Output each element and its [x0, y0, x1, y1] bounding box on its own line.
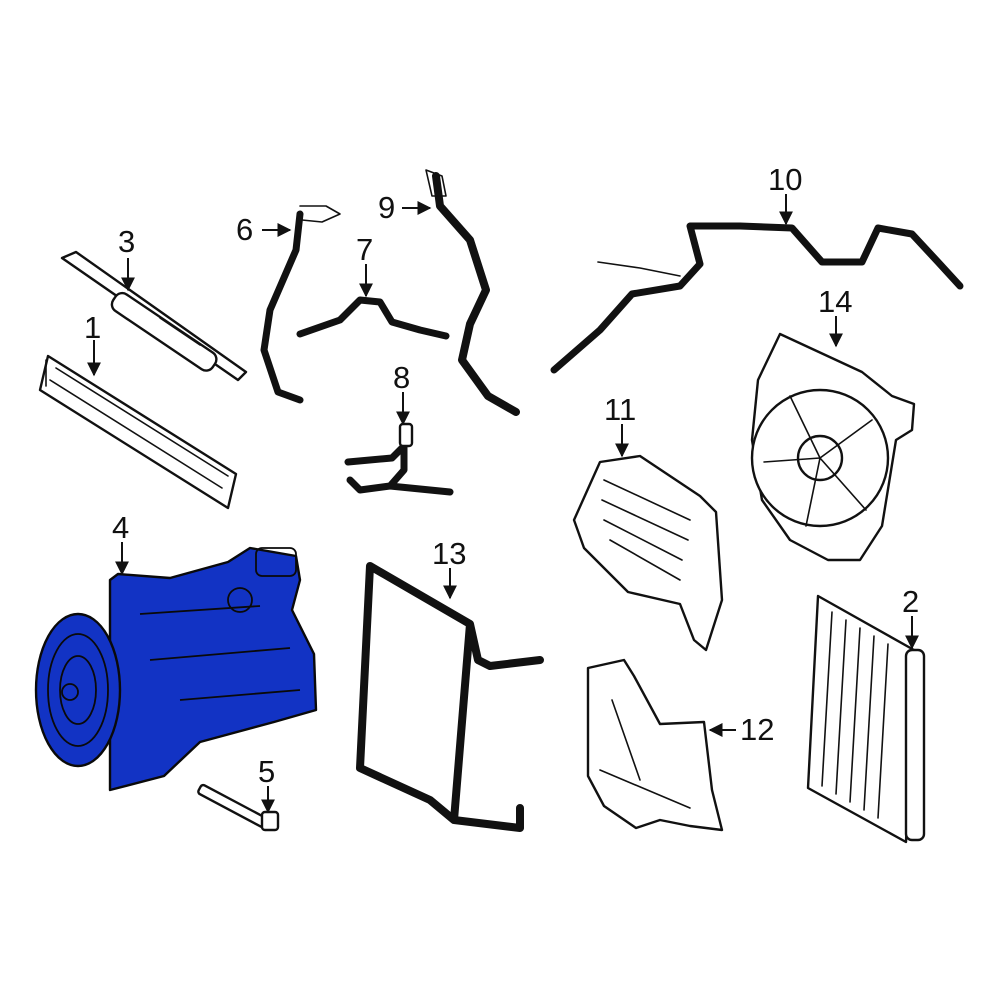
part-14-fan[interactable] [750, 332, 916, 562]
callout-1: 1 [84, 310, 101, 345]
part-13-bracket[interactable] [356, 562, 544, 832]
callout-14: 14 [818, 284, 852, 319]
part-2-condenser[interactable] [806, 594, 926, 844]
callout-10: 10 [768, 162, 802, 197]
callout-7: 7 [356, 232, 373, 267]
callout-11: 11 [604, 392, 636, 427]
callout-9: 9 [378, 190, 395, 225]
part-3-bar[interactable] [60, 250, 248, 382]
part-8-line[interactable] [344, 442, 454, 496]
part-1-dryer[interactable] [38, 354, 238, 510]
callout-3: 3 [118, 224, 135, 259]
part-12-shield[interactable] [586, 658, 724, 832]
part-6-line[interactable] [260, 210, 304, 404]
callout-13: 13 [432, 536, 466, 571]
part-7-line[interactable] [296, 296, 450, 340]
callout-8: 8 [393, 360, 410, 395]
callout-5: 5 [258, 754, 275, 789]
part-5-bolt[interactable] [197, 783, 280, 832]
part-4-compressor[interactable] [34, 546, 318, 792]
callout-6: 6 [236, 212, 253, 247]
part-10-hose[interactable] [550, 222, 964, 374]
callout-2: 2 [902, 584, 919, 619]
part-11-housing[interactable] [572, 454, 724, 652]
callout-4: 4 [112, 510, 129, 545]
callout-12: 12 [740, 712, 774, 747]
part-9-hose[interactable] [432, 172, 520, 416]
